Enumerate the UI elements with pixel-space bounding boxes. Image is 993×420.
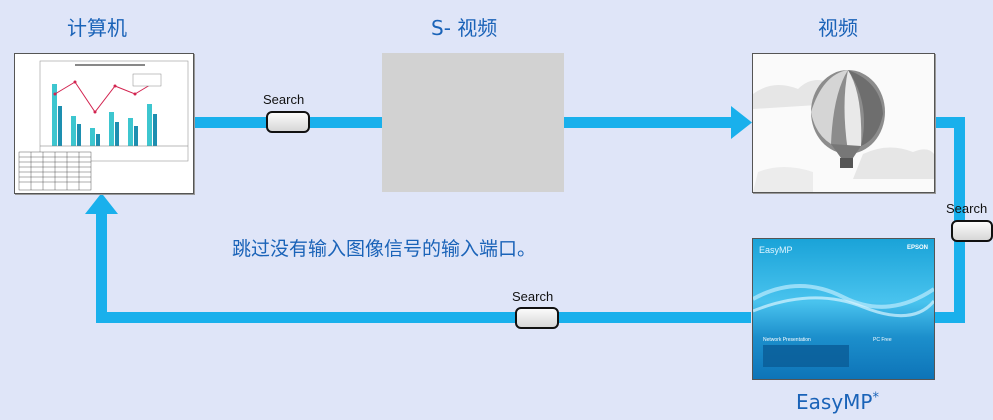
chart-thumbnail: [18, 60, 189, 191]
easymp-screen: EasyMP EPSON Network Presentation PC Fre…: [752, 238, 935, 380]
label-video: 视频: [818, 16, 858, 40]
video-screen: [752, 53, 935, 193]
arrow-svideo-to-video: [563, 117, 733, 128]
label-computer: 计算机: [67, 16, 127, 40]
label-svideo: S- 视频: [431, 16, 498, 40]
epson-brand: EPSON: [906, 245, 928, 251]
arrowhead-computer: [85, 193, 118, 214]
wave-graphic: [753, 284, 934, 318]
balloon-image: [753, 70, 934, 192]
search-label-2: Search: [946, 201, 988, 216]
computer-screen: [14, 53, 194, 194]
search-button-3[interactable]: [515, 307, 559, 329]
caption-text: 跳过没有输入图像信号的输入端口。: [232, 238, 537, 260]
search-label-3: Search: [512, 289, 554, 304]
search-button-1[interactable]: [266, 111, 310, 133]
pc-free-label: PC Free: [873, 337, 892, 343]
arrowhead-video: [731, 106, 752, 139]
easymp-screen-title: EasyMP: [759, 245, 793, 255]
svideo-screen: [382, 53, 564, 192]
network-presentation-label: Network Presentation: [763, 337, 811, 343]
search-label-1: Search: [263, 92, 305, 107]
search-button-2[interactable]: [951, 220, 993, 242]
arrow-easymp-to-computer: [96, 312, 751, 323]
easymp-label-text: EasyMP: [796, 390, 873, 414]
network-info-panel: [763, 345, 849, 367]
label-easymp: EasyMP*: [796, 390, 879, 414]
easymp-footnote-mark: *: [872, 390, 879, 406]
